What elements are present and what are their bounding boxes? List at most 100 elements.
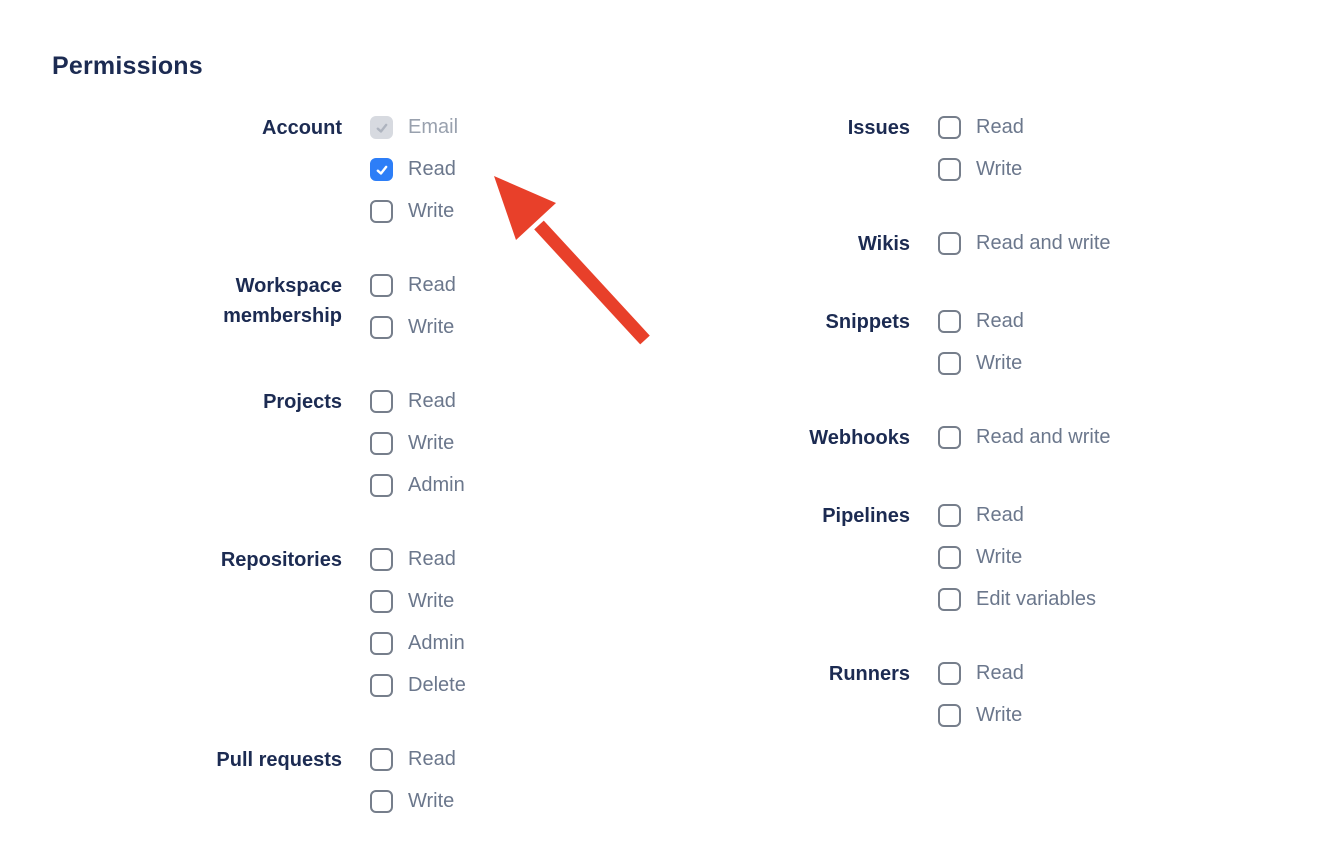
permission-option-label: Read and write [976, 232, 1111, 254]
permission-option-wikis-read-and-write[interactable]: Read and write [938, 232, 1111, 255]
permission-group-label-text: Webhooks [809, 427, 910, 449]
checkbox-issues-write[interactable] [938, 158, 961, 181]
permission-options: Read and write [938, 426, 1111, 449]
permission-option-pipelines-read[interactable]: Read [938, 504, 1096, 527]
checkbox-repositories-write[interactable] [370, 590, 393, 613]
permission-option-label: Read and write [976, 426, 1111, 448]
permission-group-label: Pipelines [660, 501, 910, 531]
permission-group-label: Projects [52, 387, 342, 417]
permission-option-repositories-read[interactable]: Read [370, 548, 466, 571]
permission-group-label: Repositories [52, 545, 342, 575]
checkbox-projects-write[interactable] [370, 432, 393, 455]
checkbox-account-email [370, 116, 393, 139]
checkbox-snippets-write[interactable] [938, 352, 961, 375]
permission-group-label: Issues [660, 113, 910, 143]
permission-option-label: Email [408, 116, 459, 138]
permission-option-label: Write [408, 432, 455, 454]
permission-option-label: Write [976, 158, 1023, 180]
permission-option-account-read[interactable]: Read [370, 158, 458, 181]
permission-option-pull-requests-read[interactable]: Read [370, 748, 456, 771]
check-icon [376, 123, 387, 133]
permission-option-pipelines-write[interactable]: Write [938, 546, 1096, 569]
permission-option-runners-read[interactable]: Read [938, 662, 1024, 685]
permission-option-workspace-membership-read[interactable]: Read [370, 274, 456, 297]
permission-group-label-text: Issues [847, 117, 910, 139]
permission-option-webhooks-read-and-write[interactable]: Read and write [938, 426, 1111, 449]
permission-option-label: Read [408, 274, 456, 296]
checkbox-pull-requests-write[interactable] [370, 790, 393, 813]
permission-option-projects-read[interactable]: Read [370, 390, 465, 413]
permission-option-label: Read [408, 158, 456, 180]
checkbox-pull-requests-read[interactable] [370, 748, 393, 771]
permission-option-pipelines-edit-variables[interactable]: Edit variables [938, 588, 1096, 611]
checkbox-issues-read[interactable] [938, 116, 961, 139]
permission-option-label: Delete [408, 674, 466, 696]
checkbox-pipelines-edit-variables[interactable] [938, 588, 961, 611]
checkbox-account-write[interactable] [370, 200, 393, 223]
permission-group-label-text: Runners [828, 663, 910, 685]
permission-option-issues-read[interactable]: Read [938, 116, 1024, 139]
permission-option-label: Write [408, 316, 455, 338]
checkbox-repositories-delete[interactable] [370, 674, 393, 697]
permission-option-label: Read [408, 390, 456, 412]
permission-option-label: Admin [408, 632, 465, 654]
permission-option-issues-write[interactable]: Write [938, 158, 1024, 181]
checkbox-snippets-read[interactable] [938, 310, 961, 333]
permission-group-label: Pull requests [52, 745, 342, 775]
page-title: Permissions [52, 52, 203, 80]
checkbox-repositories-admin[interactable] [370, 632, 393, 655]
permission-option-label: Edit variables [976, 588, 1097, 610]
permission-group-label-text: Snippets [825, 311, 910, 333]
permission-option-projects-admin[interactable]: Admin [370, 474, 465, 497]
permission-group-label-text: Workspace membership [223, 275, 342, 327]
permission-option-snippets-write[interactable]: Write [938, 352, 1024, 375]
checkbox-pipelines-write[interactable] [938, 546, 961, 569]
permission-option-repositories-admin[interactable]: Admin [370, 632, 466, 655]
permission-option-workspace-membership-write[interactable]: Write [370, 316, 456, 339]
checkbox-runners-write[interactable] [938, 704, 961, 727]
check-icon [376, 165, 387, 175]
permission-option-repositories-delete[interactable]: Delete [370, 674, 466, 697]
permission-option-account-write[interactable]: Write [370, 200, 458, 223]
permission-group-label-text: Pull requests [216, 749, 342, 771]
permission-group-label-text: Projects [263, 391, 342, 413]
permission-option-pull-requests-write[interactable]: Write [370, 790, 456, 813]
permission-group-label-text: Repositories [220, 549, 342, 571]
permission-option-runners-write[interactable]: Write [938, 704, 1024, 727]
permission-group-label-text: Wikis [857, 233, 910, 255]
permission-group-label: Account [52, 113, 342, 143]
permission-option-label: Write [408, 590, 455, 612]
checkbox-projects-read[interactable] [370, 390, 393, 413]
permission-option-snippets-read[interactable]: Read [938, 310, 1024, 333]
checkbox-repositories-read[interactable] [370, 548, 393, 571]
checkbox-workspace-membership-read[interactable] [370, 274, 393, 297]
checkbox-pipelines-read[interactable] [938, 504, 961, 527]
permission-option-label: Write [408, 200, 455, 222]
checkbox-webhooks-read-and-write[interactable] [938, 426, 961, 449]
checkbox-projects-admin[interactable] [370, 474, 393, 497]
checkbox-runners-read[interactable] [938, 662, 961, 685]
checkbox-wikis-read-and-write[interactable] [938, 232, 961, 255]
checkbox-account-read[interactable] [370, 158, 393, 181]
permission-group-label: Runners [660, 659, 910, 689]
permission-option-label: Read [976, 662, 1024, 684]
permission-option-label: Read [976, 116, 1024, 138]
permission-group-label: Webhooks [660, 423, 910, 453]
checkbox-workspace-membership-write[interactable] [370, 316, 393, 339]
permission-option-repositories-write[interactable]: Write [370, 590, 466, 613]
permission-option-projects-write[interactable]: Write [370, 432, 465, 455]
